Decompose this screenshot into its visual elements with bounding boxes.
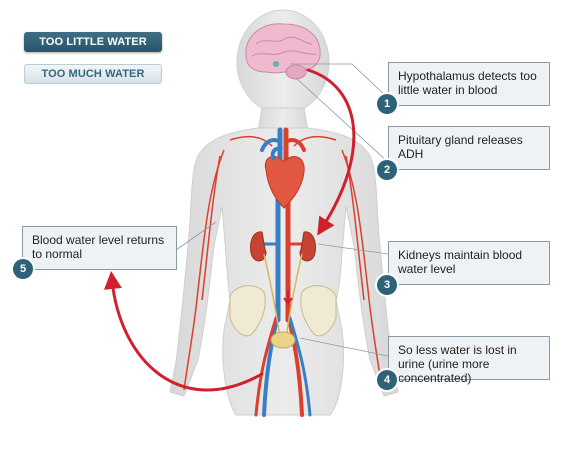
tab-too-little-water[interactable]: TOO LITTLE WATER bbox=[24, 32, 162, 52]
callout-step-3: Kidneys maintain blood water level bbox=[388, 241, 550, 285]
callout-text: Kidneys maintain blood water level bbox=[398, 248, 523, 276]
flow-arrows bbox=[103, 68, 356, 392]
step-badge-5: 5 bbox=[13, 259, 33, 279]
callout-text: Hypothalamus detects too little water in… bbox=[398, 69, 537, 97]
step-badge-1: 1 bbox=[377, 94, 397, 114]
callout-text: So less water is lost in urine (urine mo… bbox=[398, 343, 517, 385]
callout-text: Blood water level returns to normal bbox=[32, 233, 165, 261]
arm-vessels bbox=[183, 135, 383, 391]
kidneys bbox=[249, 231, 317, 339]
step-badge-4: 4 bbox=[377, 370, 397, 390]
leader-lines bbox=[175, 63, 389, 357]
step-badge-2: 2 bbox=[377, 160, 397, 180]
tab-too-much-water[interactable]: TOO MUCH WATER bbox=[24, 64, 162, 84]
step-badge-3: 3 bbox=[377, 275, 397, 295]
callout-step-2: Pituitary gland releases ADH bbox=[388, 126, 550, 170]
callout-step-1: Hypothalamus detects too little water in… bbox=[388, 62, 550, 106]
callout-step-5: Blood water level returns to normal bbox=[22, 226, 177, 270]
callout-step-4: So less water is lost in urine (urine mo… bbox=[388, 336, 550, 385]
heart bbox=[264, 146, 305, 209]
brain bbox=[245, 23, 321, 80]
pelvis bbox=[229, 285, 337, 349]
callout-text: Pituitary gland releases ADH bbox=[398, 133, 523, 161]
